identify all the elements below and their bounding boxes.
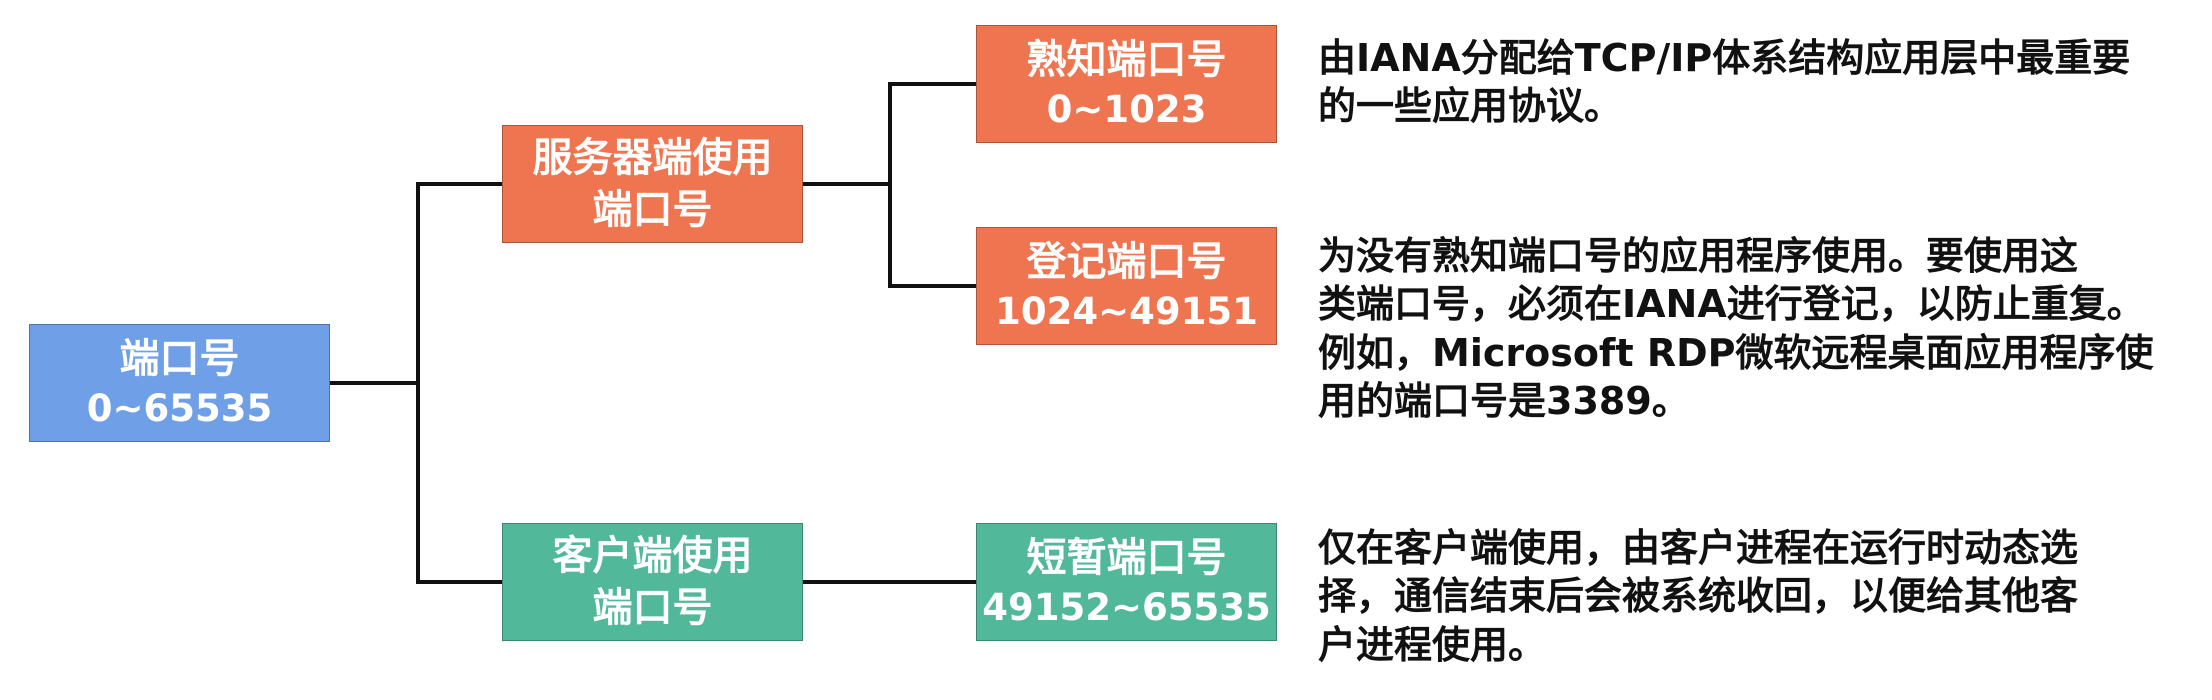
client-ports-node: 客户端使用 端口号	[502, 523, 803, 641]
description-line: 择，通信结束后会被系统收回，以便给其他客	[1318, 574, 2079, 619]
root-node-port-range: 端口号 0~65535	[29, 324, 330, 442]
description-line: 为没有熟知端口号的应用程序使用。要使用这	[1318, 234, 2079, 278]
client-ports-line1: 客户端使用	[552, 533, 753, 579]
registered-ports-range: 1024~49151	[995, 289, 1258, 333]
connector-root-to-server	[328, 182, 504, 385]
ephemeral-ports-node: 短暂端口号 49152~65535	[976, 523, 1277, 641]
well-known-ports-node: 熟知端口号 0~1023	[976, 25, 1277, 143]
description-line: 例如，Microsoft RDP微软远程桌面应用程序使	[1318, 330, 2154, 375]
description-line: 用的端口号是3389。	[1318, 378, 1690, 423]
connector-server-to-registered	[888, 182, 978, 288]
client-ports-line2: 端口号	[592, 585, 713, 631]
well-known-ports-range: 0~1023	[1046, 87, 1207, 131]
description-line: 由IANA分配给TCP/IP体系结构应用层中最重要	[1318, 36, 2131, 80]
connector-root-to-client	[416, 381, 504, 584]
ephemeral-ports-description: 仅在客户端使用，由客户进程在运行时动态选 择，通信结束后会被系统收回，以便给其他…	[1318, 524, 2078, 669]
server-ports-line2: 端口号	[592, 187, 713, 233]
description-line: 仅在客户端使用，由客户进程在运行时动态选	[1318, 526, 2079, 570]
root-node-title: 端口号	[119, 335, 240, 382]
registered-ports-title: 登记端口号	[1026, 238, 1227, 285]
server-ports-line1: 服务器端使用	[532, 135, 773, 181]
ephemeral-ports-range: 49152~65535	[982, 585, 1271, 629]
connector-server-to-wellknown	[801, 82, 978, 186]
registered-ports-node: 登记端口号 1024~49151	[976, 227, 1277, 345]
well-known-ports-title: 熟知端口号	[1026, 36, 1227, 83]
description-line: 的一些应用协议。	[1318, 84, 1623, 129]
well-known-ports-description: 由IANA分配给TCP/IP体系结构应用层中最重要 的一些应用协议。	[1318, 34, 2130, 131]
registered-ports-description: 为没有熟知端口号的应用程序使用。要使用这 类端口号，必须在IANA进行登记，以防…	[1318, 232, 2154, 425]
root-node-range: 0~65535	[86, 386, 273, 430]
description-line: 户进程使用。	[1318, 622, 1547, 667]
description-line: 类端口号，必须在IANA进行登记，以防止重复。	[1318, 282, 2145, 327]
ephemeral-ports-title: 短暂端口号	[1026, 534, 1227, 581]
server-ports-node: 服务器端使用 端口号	[502, 125, 803, 243]
